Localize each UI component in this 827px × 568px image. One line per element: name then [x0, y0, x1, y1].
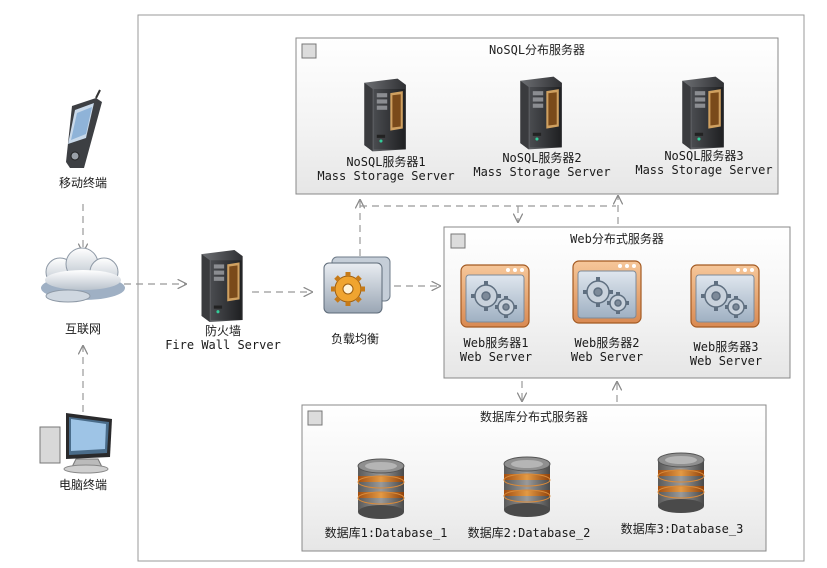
database-3-label: 数据库3:Database_3: [620, 522, 744, 536]
nosql-server-2-type: Mass Storage Server: [473, 165, 611, 179]
web-server-2-icon: [572, 260, 642, 324]
web-server-1-type: Web Server: [459, 350, 533, 364]
mobile-device-icon: [66, 89, 102, 168]
database-1-label: 数据库1:Database_1: [324, 526, 448, 540]
firewall-label-en: Fire Wall Server: [165, 338, 281, 352]
nosql-server-3-name: NoSQL服务器3: [664, 149, 744, 163]
connectors: [83, 196, 618, 412]
web-server-1-icon: [460, 264, 530, 328]
group-collapse-icon[interactable]: [307, 410, 323, 426]
nosql-server-1-type: Mass Storage Server: [317, 169, 455, 183]
database-3-icon: [657, 452, 705, 514]
nosql-server-3-type: Mass Storage Server: [635, 163, 773, 177]
database-1-icon: [357, 458, 405, 520]
web-server-2-type: Web Server: [570, 350, 644, 364]
nosql-server-2-icon: [520, 76, 562, 150]
db-group-title: 数据库分布式服务器: [479, 410, 588, 424]
cloud-icon: [41, 247, 125, 303]
computer-icon: [39, 413, 112, 474]
nosql-server-2-name: NoSQL服务器2: [502, 151, 582, 165]
database-2-label: 数据库2:Database_2: [467, 526, 591, 540]
nosql-group-title: NoSQL分布服务器: [488, 43, 586, 57]
web-server-3-name: Web服务器3: [693, 340, 759, 354]
load-balancer-label: 负载均衡: [330, 332, 379, 346]
web-server-3-icon: [690, 264, 760, 328]
firewall-server-icon: [201, 250, 243, 322]
mobile-terminal-label: 移动终端: [58, 176, 107, 190]
internet-label: 互联网: [64, 322, 101, 336]
web-server-2-name: Web服务器2: [574, 336, 640, 350]
firewall-label-cn: 防火墙: [204, 324, 241, 338]
nosql-server-1-name: NoSQL服务器1: [346, 155, 426, 169]
database-2-icon: [503, 456, 551, 518]
group-collapse-icon[interactable]: [301, 43, 317, 59]
web-group-title: Web分布式服务器: [570, 232, 664, 246]
group-collapse-icon[interactable]: [450, 233, 466, 249]
nosql-server-3-icon: [682, 76, 724, 150]
web-server-1-name: Web服务器1: [463, 336, 529, 350]
nosql-server-1-icon: [364, 78, 406, 152]
web-server-3-type: Web Server: [689, 354, 763, 368]
pc-terminal-label: 电脑终端: [58, 478, 107, 492]
load-balancer-icon: [323, 256, 391, 314]
